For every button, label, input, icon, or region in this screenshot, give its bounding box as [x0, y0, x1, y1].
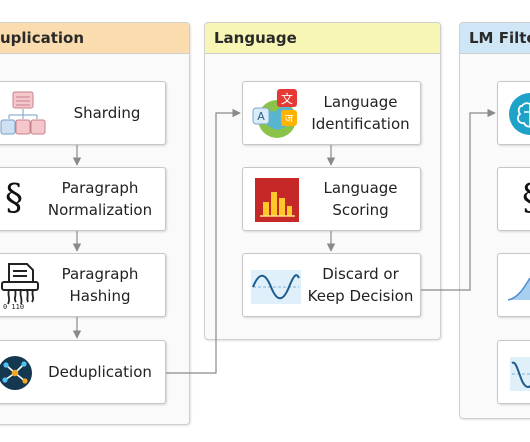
- wave-signal-icon: [251, 270, 301, 304]
- lm-filter-card-1[interactable]: [497, 81, 530, 145]
- database-shards-icon: [0, 91, 46, 135]
- lm-filter-card-2[interactable]: §: [497, 167, 530, 231]
- lang-glyph-chinese: 文: [281, 91, 293, 106]
- paragraph-normalization-card[interactable]: § Paragraph Normalization: [0, 167, 166, 231]
- lang-glyph-latin: A: [257, 110, 265, 123]
- paragraph-normalization-label: Paragraph Normalization: [47, 179, 153, 219]
- lm-filter-card-4[interactable]: [497, 340, 530, 404]
- lm-filter-card-3[interactable]: [497, 253, 530, 317]
- brain-icon: [509, 93, 530, 135]
- lm-filter-panel-title: LM Filte: [460, 23, 530, 54]
- language-panel-title: Language: [205, 23, 440, 54]
- sharding-label: Sharding: [73, 104, 141, 122]
- section-sign-icon: §: [5, 178, 23, 219]
- svg-text:0 110: 0 110: [3, 303, 24, 310]
- paragraph-hashing-label: Paragraph Hashing: [61, 265, 139, 305]
- deduplication-label: Deduplication: [48, 363, 152, 381]
- language-translate-icon: A 文 ज: [252, 89, 297, 138]
- section-sign-icon: §: [522, 179, 530, 219]
- sharding-card[interactable]: Sharding: [0, 81, 166, 145]
- discard-or-keep-label: Discard or Keep Decision: [307, 265, 414, 305]
- bar-chart-icon: [255, 178, 299, 222]
- language-identification-label: Language Identification: [311, 93, 410, 133]
- paragraph-hashing-card[interactable]: 0 110 Paragraph Hashing: [0, 253, 166, 317]
- language-scoring-card[interactable]: Language Scoring: [242, 167, 421, 231]
- lang-glyph-devanagari: ज: [285, 112, 294, 125]
- language-identification-card[interactable]: A 文 ज Language Identification: [242, 81, 421, 145]
- document-shredder-icon: 0 110: [1, 263, 39, 310]
- language-scoring-label: Language Scoring: [323, 179, 398, 219]
- wave-signal-icon: [510, 357, 530, 391]
- discard-or-keep-card[interactable]: Discard or Keep Decision: [242, 253, 421, 317]
- deduplication-card[interactable]: Deduplication: [0, 340, 166, 404]
- network-graph-icon: [0, 356, 32, 390]
- distribution-curve-icon: [508, 277, 530, 301]
- deduplication-panel-title: uplication: [0, 23, 189, 54]
